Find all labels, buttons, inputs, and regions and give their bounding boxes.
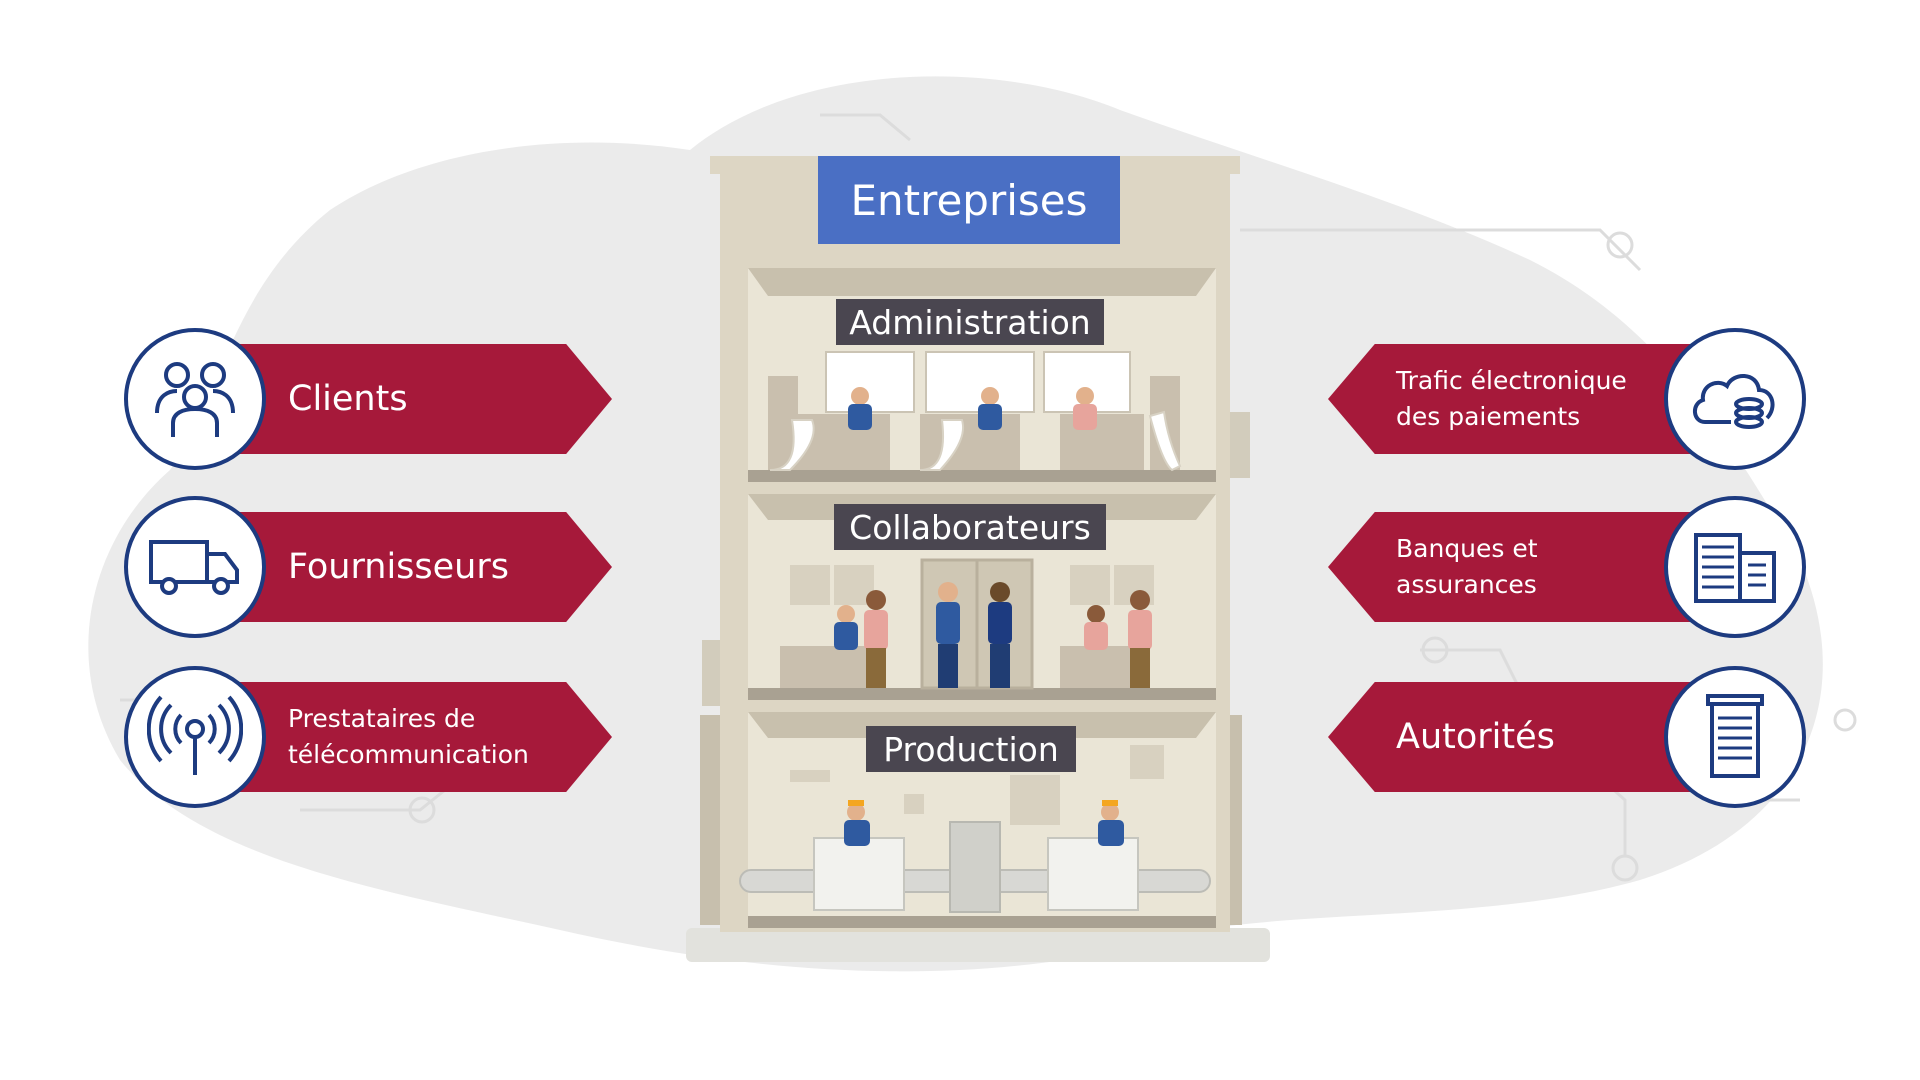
label-production-bg	[866, 726, 1076, 772]
stakeholder-label: Clients	[288, 378, 408, 419]
stakeholder-label: Prestataires de télécommunication	[288, 704, 529, 769]
stakeholder-authorities: Autorités	[1328, 682, 1718, 792]
floor-label-production: Production	[883, 729, 1059, 769]
stakeholder-payments: Trafic électronique des paiements	[1328, 344, 1718, 454]
people-icon	[124, 328, 266, 470]
label-administration-bg	[836, 299, 1104, 345]
label-collaborators-bg	[834, 504, 1106, 550]
antenna-icon	[124, 666, 266, 808]
stakeholder-banks: Banques et assurances	[1328, 512, 1718, 622]
office-tower-icon	[1664, 666, 1806, 808]
stakeholder-label: Trafic électronique des paiements	[1396, 366, 1627, 431]
building-base	[686, 928, 1270, 962]
stakeholder-label: Fournisseurs	[288, 546, 509, 587]
building-title: Entreprises	[850, 175, 1088, 225]
stakeholder-telecom: Prestataires de télécommunication	[230, 682, 612, 792]
floor-label-administration: Administration	[849, 302, 1091, 342]
stakeholder-label: Banques et assurances	[1396, 534, 1538, 599]
buildings-icon	[1664, 496, 1806, 638]
stakeholder-suppliers: Fournisseurs	[230, 512, 612, 622]
title-box-bg	[818, 156, 1120, 244]
floor-label-collaborators: Collaborateurs	[849, 507, 1091, 547]
cloud-coins-icon	[1664, 328, 1806, 470]
stakeholder-label: Autorités	[1396, 716, 1555, 757]
truck-icon	[124, 496, 266, 638]
stakeholder-clients: Clients	[230, 344, 612, 454]
